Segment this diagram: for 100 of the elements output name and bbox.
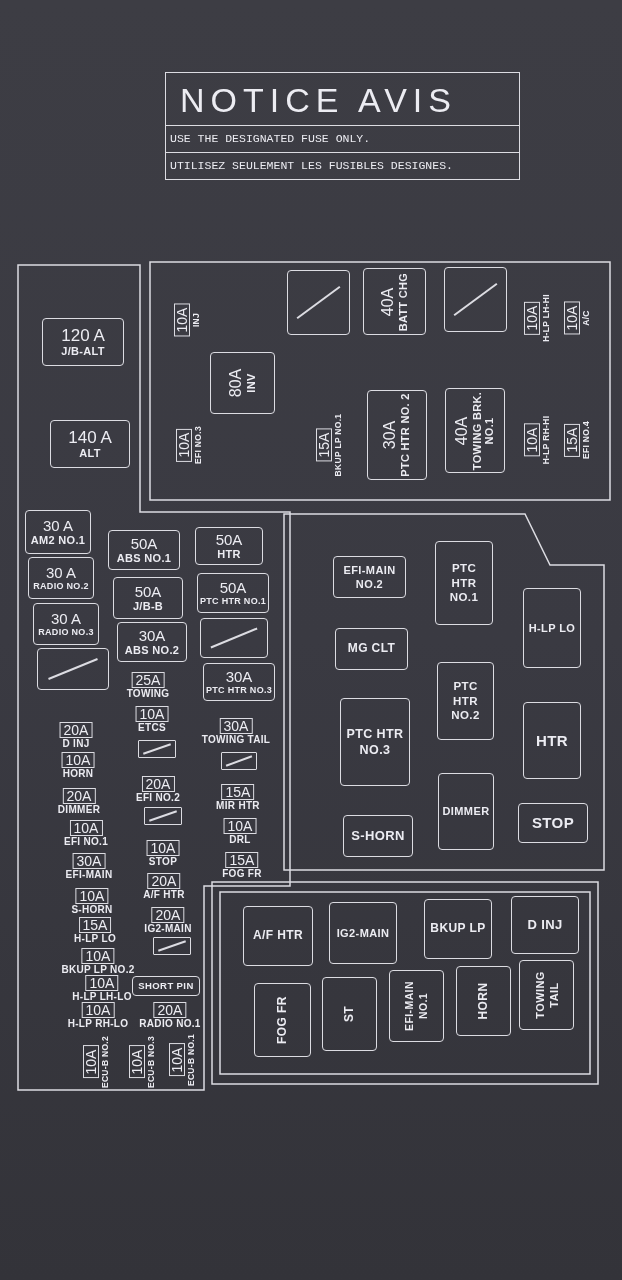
fuse-slot [33, 603, 99, 645]
fuse-label: ETCS [138, 722, 166, 734]
fuse-label: J/B-B [132, 599, 164, 613]
relay-label: HTR [536, 730, 568, 751]
fuse-rating: 80A [227, 368, 245, 398]
fuse-marking [524, 294, 552, 342]
fuse-marking [59, 722, 93, 750]
fuse-label: TOWING BRK. NO.1 [470, 391, 497, 470]
fuse-rating: 10A [81, 1002, 115, 1018]
fuse-label: RADIO NO.1 [139, 1018, 201, 1030]
fuse-rating: 20A [153, 1002, 187, 1018]
relay-slot [438, 773, 494, 850]
fuse-label: BKUP LP NO.1 [332, 413, 344, 477]
fuse-slot [363, 268, 426, 335]
fuse-label: J/B-ALT [61, 344, 105, 358]
fuse-rating: 50A [134, 583, 162, 600]
relay-label: TOWING TAIL [532, 970, 561, 1021]
fuse-marking [67, 1002, 129, 1030]
fuse-slot [28, 557, 94, 599]
relay-label: EFI-MAIN NO.1 [402, 980, 430, 1033]
fuse-label: EFI-MAIN [65, 869, 113, 881]
fuse-rating: 50A [219, 579, 247, 596]
fuse-label: HORN [62, 768, 94, 780]
fuse-label: D INJ [62, 738, 90, 750]
fuse-rating: 50A [130, 535, 158, 552]
fuse-label: EFI NO.1 [63, 836, 109, 848]
fuse-rating: 40A [453, 416, 471, 445]
fuse-rating: 30A [225, 668, 253, 685]
fuse-rating: 10A [223, 818, 257, 834]
fuse-marking [135, 776, 181, 804]
fuse-marking [222, 852, 262, 880]
fuse-rating: 10A [81, 948, 115, 964]
fuse-slot [210, 352, 275, 414]
fuse-rating: 30 A [46, 564, 76, 581]
empty-fuse-slot [144, 807, 182, 825]
fuse-marking [61, 752, 95, 780]
relay-label: H-LP LO [528, 620, 576, 636]
fuse-marking [169, 1033, 197, 1087]
empty-fuse-slot [200, 618, 268, 658]
relay-slot [343, 815, 413, 857]
fuse-label: H-LP LH-LO [72, 991, 132, 1003]
fuse-rating: 20A [59, 722, 93, 738]
fuse-label: STOP [148, 856, 178, 868]
fuse-rating: 20A [141, 776, 175, 792]
fuse-label: BATT CHG [396, 272, 410, 331]
relay-slot [523, 588, 581, 668]
fuse-rating: 10A [146, 840, 180, 856]
fuse-label: BKUP LP NO.2 [61, 964, 135, 976]
relay-label: D INJ [527, 916, 563, 934]
relay-label: EFI-MAIN NO.2 [342, 562, 397, 592]
fuse-marking [316, 413, 344, 477]
fuse-marking [135, 706, 169, 734]
relay-label: A/F HTR [252, 928, 304, 944]
relay-slot [322, 977, 377, 1051]
empty-fuse-slot [444, 267, 507, 332]
relay-label: MG CLT [347, 641, 396, 657]
fuse-label: H-LP LO [74, 933, 116, 945]
notice-panel [165, 72, 520, 180]
fuse-marking [564, 301, 592, 335]
fuse-label: AM2 NO.1 [30, 533, 86, 547]
fuse-marking [564, 421, 592, 459]
relay-slot [333, 556, 406, 598]
relay-slot [519, 960, 574, 1030]
fuse-rating: 30A [138, 627, 166, 644]
fuse-label: H-LP LH-HI [540, 294, 552, 342]
fuse-label: TOWING [126, 688, 170, 700]
fuse-label: S-HORN [71, 904, 113, 916]
fuse-rating: 30 A [51, 610, 81, 627]
fuse-label: A/F HTR [143, 889, 185, 901]
relay-slot [335, 628, 408, 670]
fuse-marking [65, 853, 113, 881]
fuse-slot [195, 527, 263, 565]
fuse-rating: 20A [147, 873, 181, 889]
relay-slot [389, 970, 444, 1042]
fuse-marking [83, 1035, 111, 1089]
fuse-marking [126, 672, 170, 700]
fuse-rating: 40A [379, 287, 397, 316]
fuse-rating: 10A [85, 975, 119, 991]
fuse-slot [108, 530, 180, 570]
fuse-marking [72, 975, 132, 1003]
fuse-rating: 10A [524, 301, 540, 335]
fuse-label: EFI NO.2 [135, 792, 181, 804]
fuse-label: MIR HTR [216, 800, 260, 812]
relay-label: PTC HTR NO.3 [345, 725, 405, 759]
fuse-marking [176, 426, 204, 464]
fuse-rating: 30A [72, 853, 106, 869]
fuse-rating: 10A [169, 1043, 185, 1077]
fuse-label: EFI NO.4 [580, 421, 592, 459]
fuse-label: DRL [229, 834, 251, 846]
fuse-rating: 15A [316, 428, 332, 462]
fuse-rating: 120 A [61, 326, 105, 345]
fuse-marking [216, 784, 260, 812]
fuse-marking [144, 907, 192, 935]
fuse-label: INJ [190, 312, 202, 328]
empty-fuse-slot [153, 937, 191, 955]
fuse-label: ECU-B NO.3 [145, 1035, 157, 1089]
fuse-label: ABS NO.1 [116, 551, 172, 565]
fuse-rating: 15A [564, 423, 580, 457]
fuse-label: PTC HTR NO. 2 [399, 393, 412, 477]
fuse-marking [143, 873, 185, 901]
